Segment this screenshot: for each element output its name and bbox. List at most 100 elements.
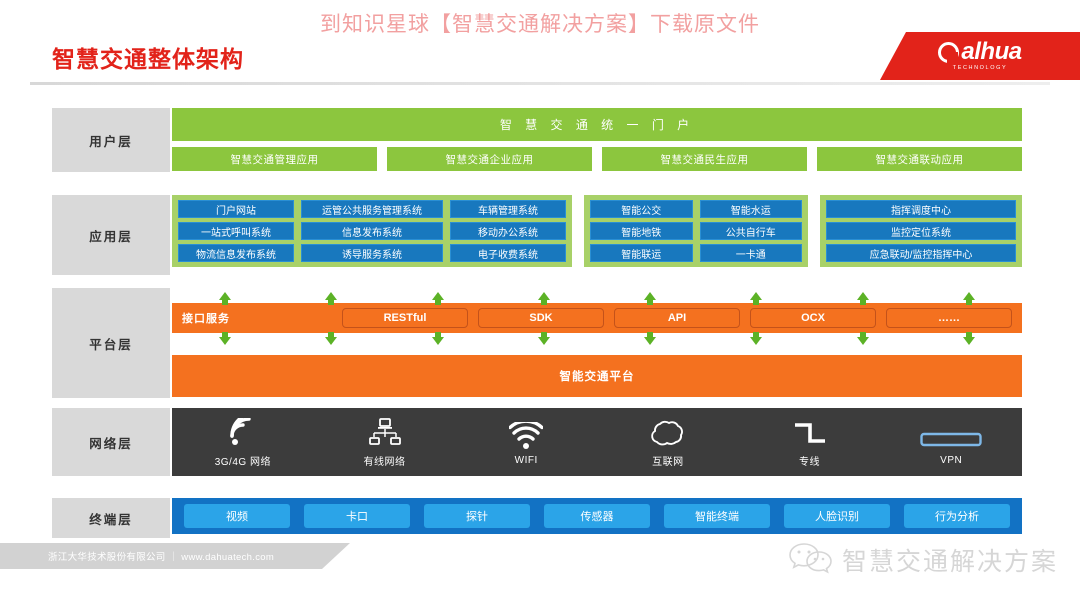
network-item-label: 互联网 [652, 457, 684, 468]
network-item-label: VPN [940, 455, 963, 466]
user-app-item[interactable]: 智慧交通民生应用 [602, 147, 807, 171]
application-item[interactable]: 运管公共服务管理系统 [300, 200, 444, 218]
network-item-dedicated-line[interactable]: 专线 [739, 416, 881, 468]
arrow-down-icon [219, 331, 232, 345]
arrow-up-icon [219, 291, 232, 305]
intelligent-transport-platform-bar[interactable]: 智能交通平台 [172, 355, 1022, 397]
arrow-down-icon [962, 331, 975, 345]
application-item[interactable]: 电子收费系统 [450, 244, 566, 262]
application-item[interactable]: 应急联动/监控指挥中心 [826, 244, 1016, 262]
logo-wordmark: alhua [961, 38, 1022, 66]
application-item[interactable]: 指挥调度中心 [826, 200, 1016, 218]
application-row: 智能公交 智能水运 [590, 200, 802, 218]
logo-tagline: TECHNOLOGY [952, 65, 1008, 72]
dahua-logo-banner: alhua TECHNOLOGY [880, 32, 1080, 80]
arrow-up-icon [750, 291, 763, 305]
interface-service-label: 接口服务 [182, 313, 230, 325]
network-item-wifi[interactable]: WIFI [455, 418, 597, 466]
arrow-up-icon [537, 291, 550, 305]
application-item[interactable]: 门户网站 [178, 200, 294, 218]
application-row: 门户网站 运管公共服务管理系统 车辆管理系统 [178, 200, 566, 218]
application-row: 物流信息发布系统 诱导服务系统 电子收费系统 [178, 244, 566, 262]
arrows-down-row [172, 331, 1022, 348]
application-item[interactable]: 智能联运 [590, 244, 693, 262]
application-item[interactable]: 公共自行车 [699, 222, 802, 240]
user-app-list: 智慧交通管理应用 智慧交通企业应用 智慧交通民生应用 智慧交通联动应用 [172, 147, 1022, 171]
layer-label-terminal: 终端层 [52, 498, 170, 538]
arrow-down-icon [325, 331, 338, 345]
wechat-watermark-text: 智慧交通解决方案 [841, 547, 1058, 576]
network-item-vpn[interactable]: VPN [880, 418, 1022, 466]
terminal-item-probe[interactable]: 探针 [424, 504, 530, 528]
layer-terminal: 终端层 视频 卡口 探针 传感器 智能终端 人脸识别 行为分析 [52, 498, 1022, 538]
application-item[interactable]: 物流信息发布系统 [178, 244, 294, 262]
application-item[interactable]: 智能水运 [699, 200, 802, 218]
application-row: 智能地铁 公共自行车 [590, 222, 802, 240]
arrow-up-icon [644, 291, 657, 305]
page-title: 智慧交通整体架构 [52, 46, 244, 72]
layer-label-application: 应用层 [52, 195, 170, 275]
footer-company-info: 浙江大华技术股份有限公司 ｜ www.dahuatech.com [48, 552, 275, 563]
terminal-item-face-recognition[interactable]: 人脸识别 [784, 504, 890, 528]
application-item[interactable]: 移动办公系统 [450, 222, 566, 240]
terminal-item-behavior-analysis[interactable]: 行为分析 [904, 504, 1010, 528]
dedicated-line-icon [792, 416, 828, 448]
arrow-down-icon [750, 331, 763, 345]
arrow-down-icon [431, 331, 444, 345]
terminal-item-sensor[interactable]: 传感器 [544, 504, 650, 528]
user-app-item[interactable]: 智慧交通联动应用 [817, 147, 1022, 171]
terminal-item-checkpoint[interactable]: 卡口 [304, 504, 410, 528]
dahua-mark-icon [938, 41, 960, 63]
application-row: 监控定位系统 [826, 222, 1016, 240]
arrow-down-icon [644, 331, 657, 345]
wifi-icon [509, 418, 544, 450]
terminal-item-video[interactable]: 视频 [184, 504, 290, 528]
interface-item-api[interactable]: API [614, 308, 740, 328]
application-item[interactable]: 一卡通 [699, 244, 802, 262]
network-item-3g4g[interactable]: 3G/4G 网络 [172, 416, 314, 468]
application-row: 应急联动/监控指挥中心 [826, 244, 1016, 262]
application-item[interactable]: 智能地铁 [590, 222, 693, 240]
user-app-item[interactable]: 智慧交通管理应用 [172, 147, 377, 171]
network-item-wired[interactable]: 有线网络 [314, 416, 456, 468]
wired-network-icon [368, 416, 401, 448]
interface-item-sdk[interactable]: SDK [478, 308, 604, 328]
application-item[interactable]: 监控定位系统 [826, 222, 1016, 240]
layer-application: 应用层 门户网站 运管公共服务管理系统 车辆管理系统 一站式呼叫系统 信息发布系… [52, 195, 1022, 275]
unified-portal-bar[interactable]: 智 慧 交 通 统 一 门 户 [172, 108, 1022, 141]
wechat-watermark: 智慧交通解决方案 [788, 540, 1058, 579]
vpn-tunnel-icon [920, 418, 982, 450]
application-row: 一站式呼叫系统 信息发布系统 移动办公系统 [178, 222, 566, 240]
header-divider [30, 82, 1050, 85]
arrows-up-row [172, 288, 1022, 305]
layer-platform: 平台层 接口服务 RESTful SDK API OCX …… [52, 288, 1022, 398]
layer-label-user: 用户层 [52, 108, 170, 172]
cloud-icon [648, 416, 688, 448]
interface-item-ocx[interactable]: OCX [750, 308, 876, 328]
wechat-icon [788, 540, 834, 579]
terminal-band: 视频 卡口 探针 传感器 智能终端 人脸识别 行为分析 [172, 498, 1022, 534]
terminal-item-smart-terminal[interactable]: 智能终端 [664, 504, 770, 528]
application-item[interactable]: 信息发布系统 [300, 222, 444, 240]
user-app-item[interactable]: 智慧交通企业应用 [387, 147, 592, 171]
application-group-public: 门户网站 运管公共服务管理系统 车辆管理系统 一站式呼叫系统 信息发布系统 移动… [172, 195, 572, 267]
network-item-label: 专线 [799, 457, 821, 468]
application-item[interactable]: 诱导服务系统 [300, 244, 444, 262]
application-item[interactable]: 智能公交 [590, 200, 693, 218]
arrow-up-icon [431, 291, 444, 305]
application-item[interactable]: 一站式呼叫系统 [178, 222, 294, 240]
layer-network: 网络层 3G/4G 网络 [52, 408, 1022, 476]
layer-user: 用户层 智 慧 交 通 统 一 门 户 智慧交通管理应用 智慧交通企业应用 智慧… [52, 108, 1022, 172]
application-group-transit: 智能公交 智能水运 智能地铁 公共自行车 智能联运 一卡通 [584, 195, 808, 267]
network-item-internet[interactable]: 互联网 [597, 416, 739, 468]
arrow-up-icon [962, 291, 975, 305]
layer-label-platform: 平台层 [52, 288, 170, 398]
application-groups: 门户网站 运管公共服务管理系统 车辆管理系统 一站式呼叫系统 信息发布系统 移动… [172, 195, 1022, 267]
interface-item-more[interactable]: …… [886, 308, 1012, 328]
signal-bars-icon [228, 416, 258, 448]
interface-item-restful[interactable]: RESTful [342, 308, 468, 328]
application-item[interactable]: 车辆管理系统 [450, 200, 566, 218]
network-item-label: 有线网络 [363, 457, 406, 468]
arrow-up-icon [856, 291, 869, 305]
